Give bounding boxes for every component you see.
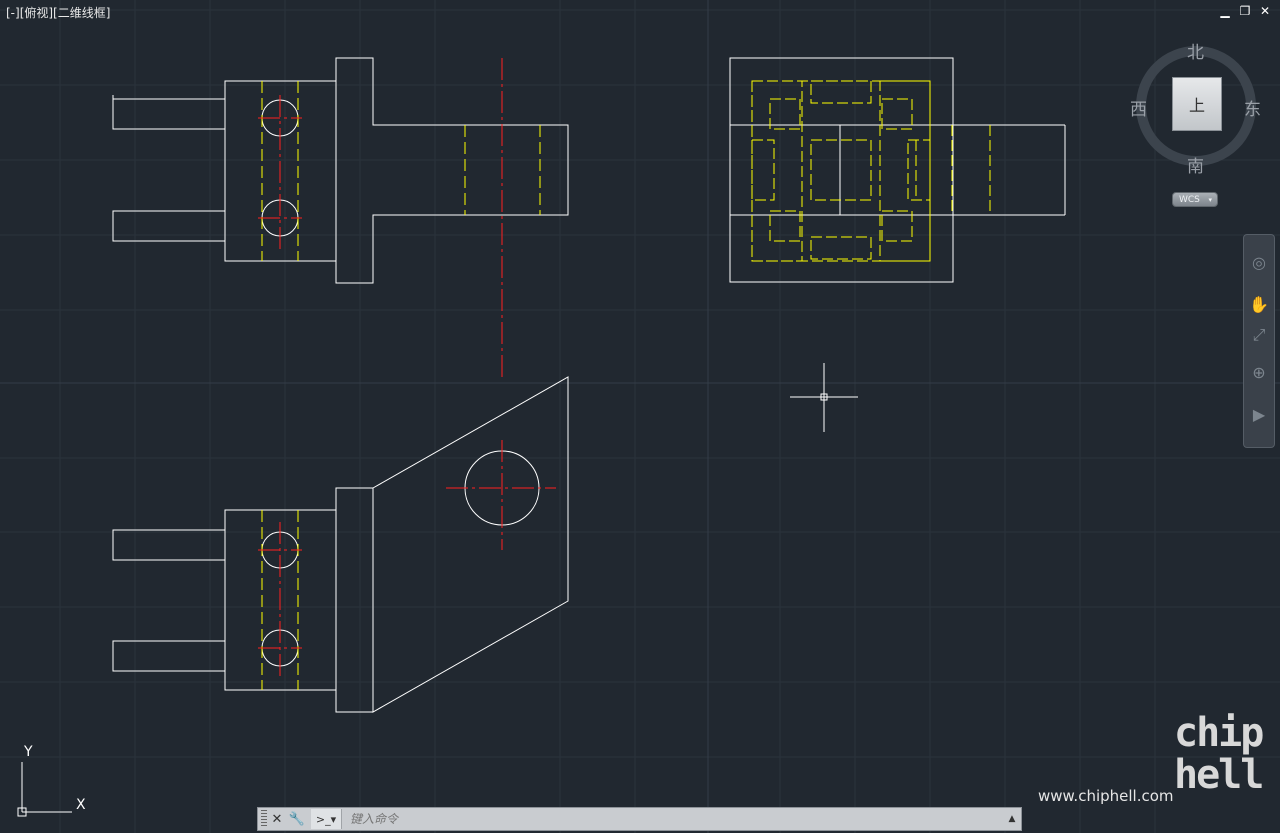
crosshair-cursor (790, 363, 858, 432)
wcs-label: WCS (1179, 195, 1200, 205)
history-up-icon[interactable]: ▲ (1008, 814, 1016, 824)
viewcube-ring[interactable] (1136, 46, 1256, 166)
prompt-glyph: >_ (315, 812, 331, 826)
command-line-grip[interactable] (261, 810, 267, 828)
compass-west[interactable]: 西 (1130, 100, 1147, 120)
ucs-y-label: Y (24, 744, 33, 760)
drawing-view-top-left[interactable] (112, 57, 569, 380)
ucs-icon[interactable] (17, 762, 72, 817)
navigation-bar: ◎ ✋ ⤢ ⊕ ▶ (1243, 234, 1275, 448)
command-line: ✕ 🔧 >_▾ ▲ (257, 807, 1022, 831)
pan-icon[interactable]: ✋ (1249, 295, 1269, 314)
steering-wheel-icon[interactable]: ◎ (1252, 253, 1266, 272)
drawing-view-top-right[interactable] (729, 57, 1066, 283)
viewport-controls-label[interactable]: [-][俯视][二维线框] (6, 6, 111, 20)
command-input[interactable] (342, 808, 1003, 830)
showmotion-icon[interactable]: ▶ (1252, 405, 1266, 424)
wrench-icon[interactable]: 🔧 (288, 811, 306, 827)
watermark-url: www.chiphell.com (1038, 787, 1174, 805)
close-icon[interactable]: ✕ (271, 811, 283, 827)
zoom-icon[interactable]: ⤢ (1252, 325, 1266, 344)
ucs-x-label: X (76, 797, 86, 813)
viewcube-top-face[interactable]: 上 (1172, 77, 1222, 131)
watermark-logo: chip hell (1174, 710, 1264, 798)
prompt-icon[interactable]: >_▾ (311, 809, 342, 829)
wcs-menu-button[interactable]: WCS ▾ (1172, 192, 1218, 207)
chevron-down-icon: ▾ (1208, 196, 1212, 204)
orbit-icon[interactable]: ⊕ (1252, 363, 1266, 382)
close-button[interactable]: ✕ (1259, 4, 1271, 18)
compass-south[interactable]: 南 (1187, 157, 1204, 177)
compass-east[interactable]: 东 (1244, 100, 1261, 120)
minimize-button[interactable]: ▁ (1220, 4, 1230, 18)
viewport-window-controls: ▁ ❐ ✕ (1218, 4, 1272, 18)
restore-button[interactable]: ❐ (1239, 4, 1251, 18)
drawing-view-bottom-left[interactable] (112, 376, 569, 713)
compass-north[interactable]: 北 (1187, 43, 1204, 63)
